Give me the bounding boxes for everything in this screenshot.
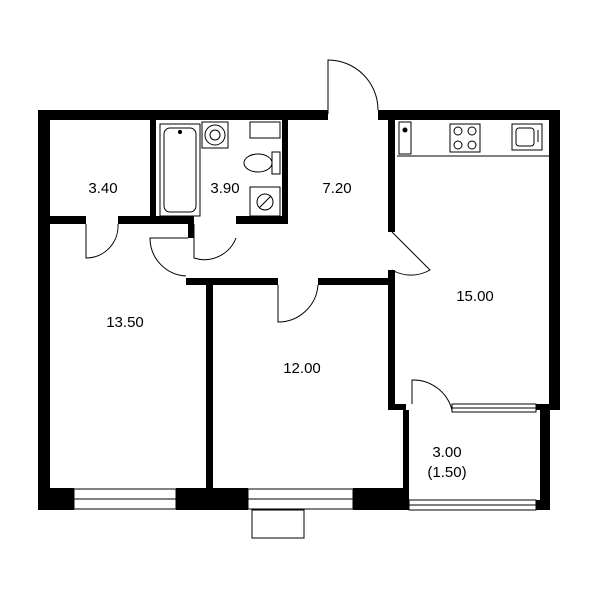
- wall-top-right: [378, 110, 560, 120]
- doors: [85, 59, 453, 411]
- outdoor-step: [251, 509, 305, 539]
- wall-bath-hall: [282, 120, 288, 220]
- wall-bottom-1: [38, 488, 74, 510]
- wall-bath-bottom-a: [150, 216, 194, 224]
- room-subarea-balcony: (1.50): [427, 464, 466, 481]
- balcony-door[interactable]: [411, 379, 453, 411]
- room-area-living-room: 12.00: [283, 360, 321, 377]
- wall-balcony-top-a: [388, 404, 406, 410]
- wall-right-balcony: [540, 410, 550, 510]
- room-area-hallway: 7.20: [322, 180, 351, 197]
- wall-storage-bath: [150, 120, 156, 220]
- room-area-bathroom: 3.90: [210, 180, 239, 197]
- wall-bottom-3: [353, 488, 408, 510]
- wall-bath-bottom-b: [236, 216, 288, 224]
- stove-icon: [449, 123, 481, 153]
- corridor-door[interactable]: [149, 237, 188, 277]
- windows: [73, 403, 537, 539]
- bathroom-fixtures: [159, 121, 281, 217]
- living-room-door[interactable]: [277, 284, 319, 323]
- room-area-bedroom: 13.50: [106, 314, 144, 331]
- wall-living-left: [206, 285, 213, 490]
- wall-top-left: [38, 110, 328, 120]
- wall-kitchen-left-low: [388, 270, 395, 410]
- kitchen-fixtures: [397, 121, 549, 157]
- wall-corridor-stub: [188, 224, 194, 238]
- wall-corridor-bottom-b: [318, 278, 395, 285]
- toilet-icon: [243, 151, 281, 175]
- wall-bottom-2: [176, 488, 248, 510]
- washing-machine-icon: [249, 186, 281, 217]
- room-area-kitchen: 15.00: [456, 288, 494, 305]
- entrance-door[interactable]: [327, 59, 379, 114]
- wall-storage-bottom-a: [50, 216, 86, 224]
- wall-right-upper: [549, 110, 560, 410]
- wall-kitchen-left-top: [388, 120, 395, 232]
- wall-left: [38, 110, 50, 510]
- room-area-storage: 3.40: [88, 180, 117, 197]
- bathroom-door[interactable]: [193, 224, 237, 261]
- interior-walls: [50, 120, 550, 510]
- room-area-balcony: 3.00: [432, 444, 461, 461]
- kitchen-door[interactable]: [391, 231, 431, 276]
- wall-balcony-left: [403, 410, 409, 510]
- kitchen-sink-icon: [511, 123, 543, 151]
- washbasin-icon: [201, 121, 229, 149]
- shelf-icon: [249, 121, 281, 139]
- storage-door[interactable]: [85, 223, 119, 259]
- wall-bottom-4: [536, 500, 550, 510]
- room-labels: 3.40 3.90 7.20 15.00 13.50 12.00 3.00 (1…: [88, 180, 493, 481]
- wall-corridor-bottom-a: [186, 278, 278, 285]
- wall-storage-bottom-b: [118, 216, 150, 224]
- wall-balcony-top-b: [536, 404, 550, 410]
- exterior-walls: [38, 110, 560, 510]
- bathtub-icon: [159, 123, 201, 217]
- fridge-icon: [398, 121, 412, 155]
